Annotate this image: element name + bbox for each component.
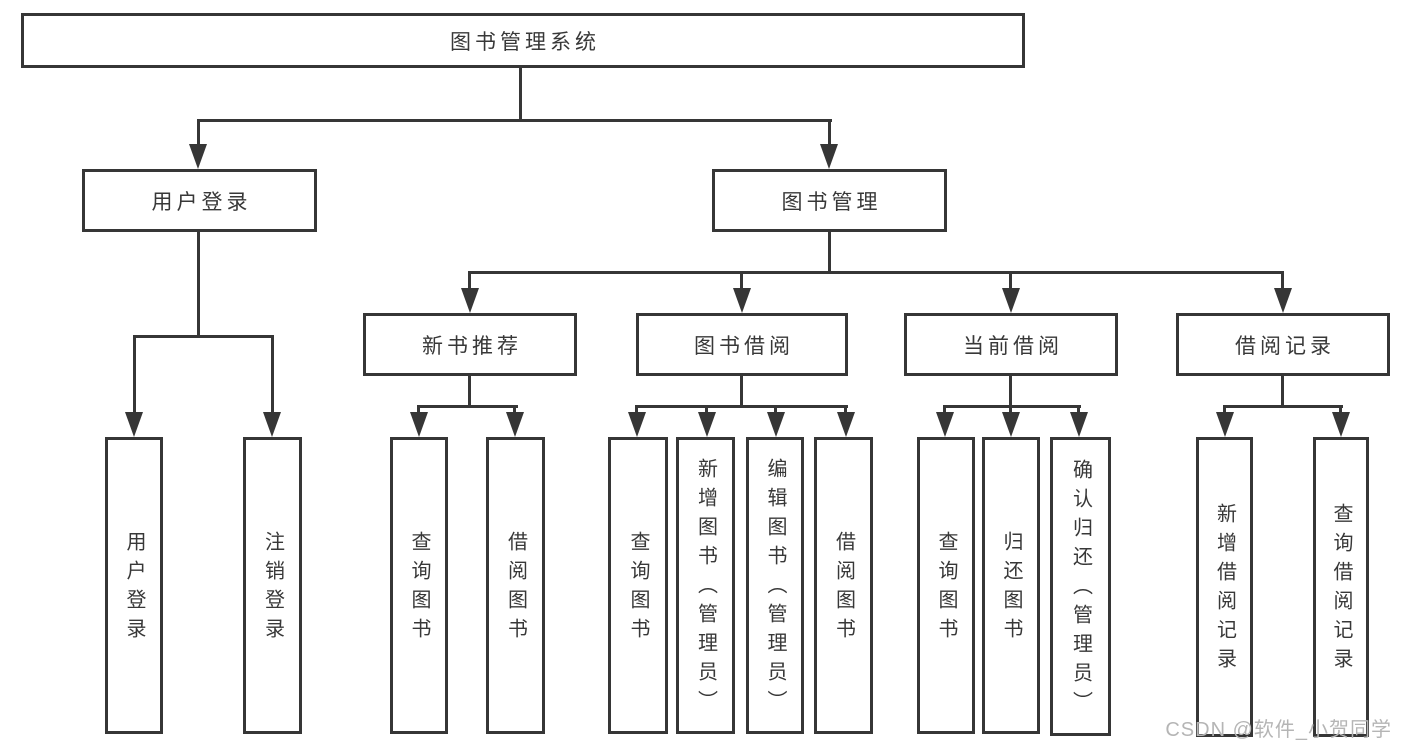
arrow-down-icon [767, 412, 785, 437]
connector-stub [197, 232, 200, 335]
arrow-down-icon [263, 412, 281, 437]
connector-drop [1009, 405, 1012, 414]
node-current-borrow: 当前借阅 [904, 313, 1118, 376]
connector-drop [271, 335, 274, 414]
arrow-down-icon [820, 144, 838, 169]
arrow-down-icon [461, 288, 479, 313]
node-book-management: 图书管理 [712, 169, 947, 232]
leaf-return-books: 归还图书 [982, 437, 1040, 734]
connector-drop [197, 119, 200, 147]
node-borrow-records: 借阅记录 [1176, 313, 1390, 376]
node-book-borrow: 图书借阅 [636, 313, 848, 376]
arrow-down-icon [1274, 288, 1292, 313]
leaf-borrow-books: 借阅图书 [814, 437, 873, 734]
connector-drop [133, 335, 136, 414]
leaf-logout: 注销登录 [243, 437, 302, 734]
connector-drop [635, 405, 638, 414]
leaf-add-borrow-record: 新增借阅记录 [1196, 437, 1253, 737]
connector-drop [705, 405, 708, 414]
leaf-query-books-borrow: 查询图书 [608, 437, 668, 734]
arrow-down-icon [733, 288, 751, 313]
arrow-down-icon [698, 412, 716, 437]
connector-stub [1009, 376, 1012, 406]
connector-drop [513, 405, 516, 414]
connector-drop [1281, 271, 1284, 290]
arrow-down-icon [1070, 412, 1088, 437]
connector-drop [1223, 405, 1226, 414]
connector-drop [1077, 405, 1080, 414]
arrow-down-icon [410, 412, 428, 437]
leaf-query-borrow-record: 查询借阅记录 [1313, 437, 1369, 737]
connector-bar [635, 405, 848, 408]
connector-stub [1281, 376, 1284, 406]
leaf-edit-book-admin: 编辑图书（管理员） [746, 437, 804, 734]
node-library-system: 图书管理系统 [21, 13, 1025, 68]
connector-bar [417, 405, 518, 408]
node-user-login: 用户登录 [82, 169, 317, 232]
connector-drop [943, 405, 946, 414]
leaf-user-login: 用户登录 [105, 437, 163, 734]
connector-level2-bar [197, 119, 832, 122]
arrow-down-icon [1332, 412, 1350, 437]
leaf-confirm-return-admin: 确认归还（管理员） [1050, 437, 1111, 736]
connector-stub [740, 376, 743, 407]
watermark: CSDN @软件_小贺同学 [1165, 719, 1392, 741]
connector-bar [133, 335, 274, 338]
arrow-down-icon [936, 412, 954, 437]
leaf-query-books-current: 查询图书 [917, 437, 975, 734]
connector-bar [1223, 405, 1343, 408]
connector-level3-bar [468, 271, 1284, 274]
connector-bar [943, 405, 1081, 408]
connector-root-stub [519, 68, 522, 119]
arrow-down-icon [1216, 412, 1234, 437]
arrow-down-icon [125, 412, 143, 437]
leaf-query-books-recommend: 查询图书 [390, 437, 448, 734]
connector-stub [468, 376, 471, 407]
leaf-borrow-books-recommend: 借阅图书 [486, 437, 545, 734]
connector-stub [828, 232, 831, 273]
connector-drop [1339, 405, 1342, 414]
connector-drop [844, 405, 847, 414]
arrow-down-icon [189, 144, 207, 169]
connector-drop [417, 405, 420, 414]
arrow-down-icon [1002, 412, 1020, 437]
connector-drop [468, 271, 471, 290]
arrow-down-icon [837, 412, 855, 437]
connector-drop [740, 271, 743, 290]
arrow-down-icon [506, 412, 524, 437]
connector-drop [1009, 271, 1012, 290]
arrow-down-icon [628, 412, 646, 437]
leaf-add-book-admin: 新增图书（管理员） [676, 437, 735, 734]
connector-drop [774, 405, 777, 414]
node-new-book-recommend: 新书推荐 [363, 313, 577, 376]
connector-drop [828, 119, 831, 147]
arrow-down-icon [1002, 288, 1020, 313]
